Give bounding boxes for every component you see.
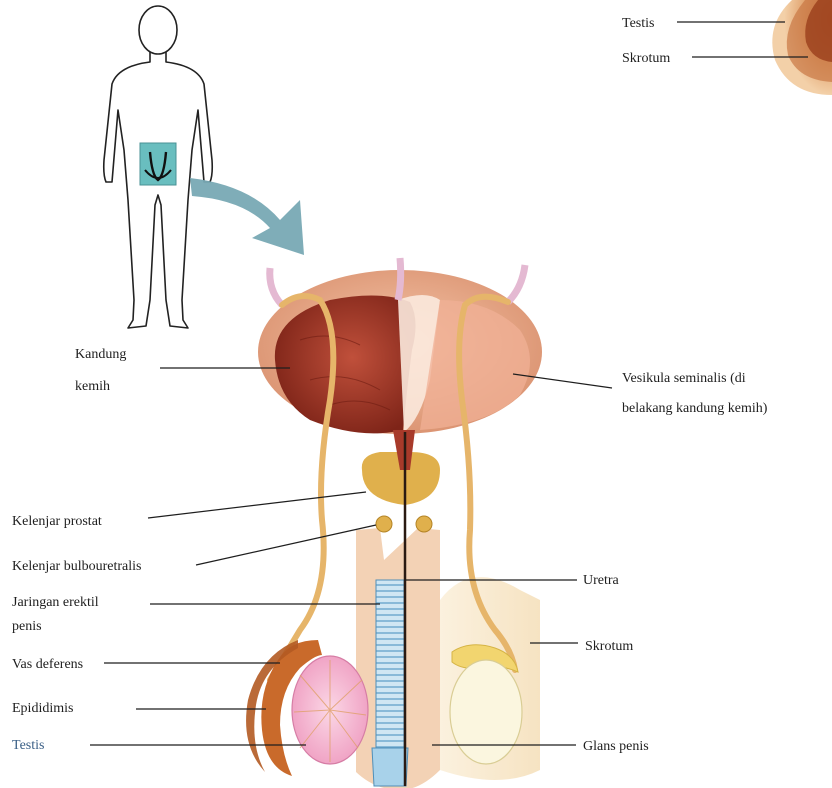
label-kelenjar-bulbouretralis: Kelenjar bulbouretralis (12, 559, 141, 574)
label-vas-deferens: Vas deferens (12, 657, 83, 672)
label-testis: Testis (12, 738, 44, 753)
ureter-center (398, 258, 401, 300)
label-kandung-kemih-line1: Kandung (75, 347, 126, 362)
inset-testis-illustration (772, 0, 832, 95)
label-epididimis: Epididimis (12, 701, 73, 716)
label-vesikula-line2: belakang kandung kemih) (622, 401, 768, 416)
label-kelenjar-prostat: Kelenjar prostat (12, 514, 102, 529)
ureter-right (508, 265, 525, 302)
label-jaringan-erektil-line1: Jaringan erektil (12, 595, 99, 610)
bulbourethral-gland-left (376, 516, 392, 532)
label-jaringan-erektil-line2: penis (12, 619, 42, 634)
label-uretra: Uretra (583, 573, 620, 588)
label-kandung-kemih-line2: kemih (75, 379, 110, 394)
zoom-arrow (190, 178, 304, 255)
testis-right (450, 660, 522, 764)
leader-kelenjar-prostat (148, 492, 366, 518)
inset-skrotum-label: Skrotum (622, 51, 670, 66)
bulbourethral-gland-right (416, 516, 432, 532)
leader-kelenjar-bulbouretralis (196, 525, 376, 565)
inset-testis-label: Testis (622, 16, 654, 31)
erectile-tissue (376, 580, 404, 755)
label-skrotum: Skrotum (585, 639, 633, 654)
ureter-left (270, 268, 282, 305)
label-vesikula-line1: Vesikula seminalis (di (622, 371, 746, 386)
label-glans-penis: Glans penis (583, 739, 649, 754)
glans-tissue (372, 748, 408, 786)
